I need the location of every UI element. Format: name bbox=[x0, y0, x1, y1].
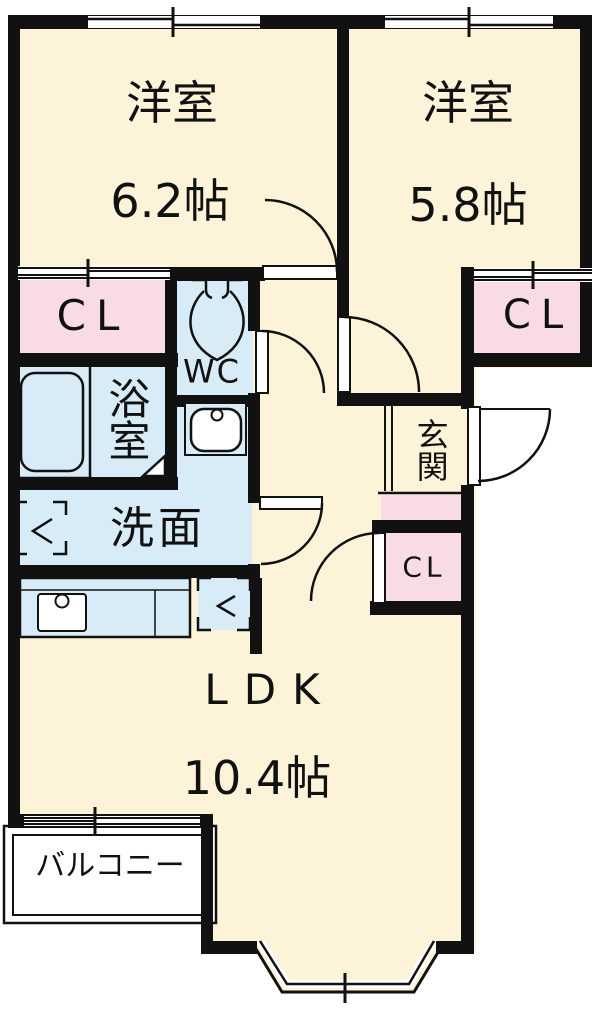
bedroom2-door-arc bbox=[343, 315, 421, 393]
fridge-space-icon bbox=[196, 576, 252, 632]
bedroom1-door-arc bbox=[264, 198, 339, 273]
closet-right-label: CL bbox=[502, 292, 574, 339]
toilet-icon bbox=[189, 278, 245, 362]
bedroom1-name-label: 洋室 bbox=[126, 76, 218, 131]
bath-label: 浴室 bbox=[101, 377, 151, 461]
window-icons bbox=[18, 7, 592, 835]
washroom-door-arc bbox=[260, 502, 324, 566]
bay-window-icon bbox=[251, 938, 445, 1003]
washer-space-icon bbox=[12, 500, 68, 556]
ldk-size-label: 10.4帖 bbox=[182, 751, 332, 806]
ldk-name-label: LDK bbox=[204, 665, 336, 715]
wc-door-arc bbox=[261, 329, 326, 394]
entrance-label: 玄関 bbox=[411, 418, 450, 482]
closet-left-floor bbox=[18, 278, 170, 356]
closet-right-floor bbox=[474, 281, 580, 355]
washroom-label: 洗面 bbox=[110, 503, 206, 555]
wc-door bbox=[255, 330, 269, 394]
bedroom1-size-label: 6.2帖 bbox=[110, 174, 230, 229]
closet-hall-door bbox=[372, 532, 386, 604]
bedroom1-door bbox=[262, 265, 338, 280]
bedroom2-size-label: 5.8帖 bbox=[408, 178, 528, 233]
front-door bbox=[467, 406, 481, 486]
washroom-door bbox=[259, 496, 323, 510]
shoe-cabinet-floor bbox=[381, 495, 463, 522]
closet-hall-floor bbox=[383, 531, 463, 603]
front-door-arc bbox=[477, 408, 552, 483]
closet-hall-door-arc bbox=[309, 531, 380, 602]
bedroom2-door bbox=[337, 316, 351, 393]
balcony-outline bbox=[2, 824, 218, 925]
bedroom2-name-label: 洋室 bbox=[422, 76, 514, 131]
closet-left-label: CL bbox=[56, 291, 130, 341]
bathtub-icon bbox=[12, 363, 92, 480]
vanity-sink-icon bbox=[184, 402, 247, 456]
door-swing-arcs bbox=[260, 198, 552, 602]
entrance-step-line bbox=[384, 406, 393, 491]
closet-hall-label: CL bbox=[402, 550, 446, 584]
kitchen-counter-icon bbox=[18, 576, 192, 639]
wc-label: WC bbox=[183, 352, 241, 391]
bath-door-corner-icon bbox=[139, 453, 167, 478]
balcony-label: バルコニー bbox=[35, 848, 185, 884]
